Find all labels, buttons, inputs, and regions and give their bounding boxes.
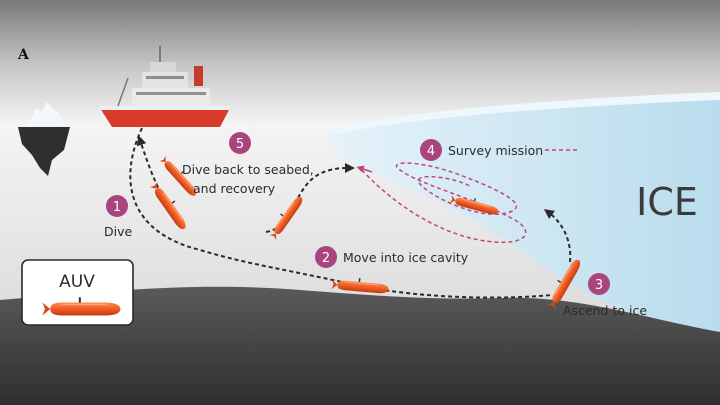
step-5-label-line2: and recovery bbox=[193, 181, 276, 196]
step-4-number: 4 bbox=[427, 144, 435, 159]
step-3-badge: 3 bbox=[588, 273, 610, 295]
survey-arrow bbox=[356, 165, 373, 173]
seabed bbox=[0, 286, 720, 405]
step-5-label-line1: Dive back to seabed, bbox=[182, 162, 314, 177]
step-4-badge: 4 bbox=[420, 139, 442, 161]
ice-surface-highlight bbox=[330, 92, 720, 134]
survey-path bbox=[361, 162, 527, 244]
step-4-label: Survey mission bbox=[448, 143, 543, 158]
step-3-number: 3 bbox=[595, 278, 603, 293]
step-1-badge: 1 bbox=[106, 195, 128, 217]
panel-label: A bbox=[17, 47, 30, 63]
step-2-number: 2 bbox=[322, 251, 330, 266]
step-2-label: Move into ice cavity bbox=[343, 250, 469, 265]
mission-path-ascend bbox=[543, 209, 572, 263]
auv-legend-title: AUV bbox=[59, 272, 95, 292]
step-5-number: 5 bbox=[236, 137, 244, 152]
step-2-badge: 2 bbox=[315, 246, 337, 268]
mission-path-dive bbox=[129, 127, 553, 299]
step-1-number: 1 bbox=[113, 200, 121, 215]
step-3-label: Ascend to ice bbox=[563, 303, 647, 318]
step-1-label: Dive bbox=[104, 224, 132, 239]
ice-label: ICE bbox=[636, 180, 698, 224]
step-5-badge: 5 bbox=[229, 132, 251, 154]
iceberg-icon bbox=[18, 102, 70, 176]
auv-legend: AUV bbox=[21, 259, 134, 326]
ship-icon bbox=[100, 46, 230, 127]
